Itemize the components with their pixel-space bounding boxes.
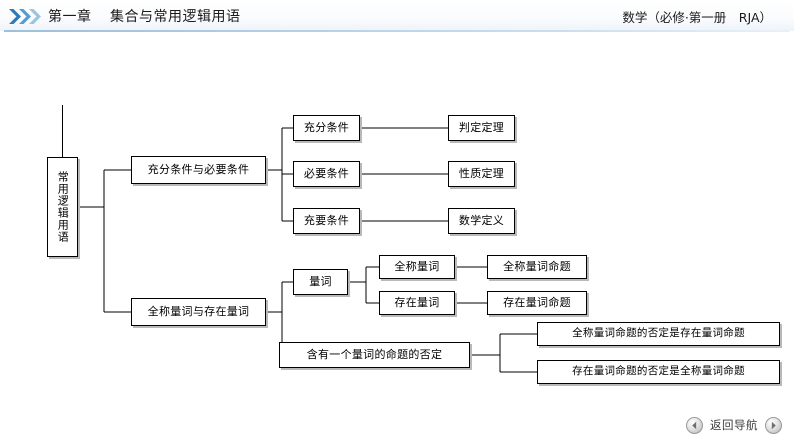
- node-necessary-condition[interactable]: 必要条件: [293, 161, 360, 187]
- slide-header: 第一章 集合与常用逻辑用语 数学（必修·第一册 RJA）: [0, 0, 794, 32]
- node-universal-quantifier[interactable]: 全称量词: [379, 255, 455, 279]
- node-existential-proposition[interactable]: 存在量词命题: [487, 291, 587, 315]
- node-sufficient-condition[interactable]: 充分条件: [293, 115, 360, 141]
- node-judgment-theorem[interactable]: 判定定理: [448, 115, 515, 141]
- header-divider: [4, 30, 790, 32]
- triple-chevron-right-icon: [8, 8, 44, 25]
- chapter-number: 第一章: [48, 9, 92, 25]
- return-to-navigation-label[interactable]: 返回导航: [710, 418, 758, 432]
- node-negation-rule-existential[interactable]: 存在量词命题的否定是全称量词命题: [537, 360, 780, 384]
- node-universal-existential-quantifiers[interactable]: 全称量词与存在量词: [131, 298, 266, 326]
- node-negation-rule-universal[interactable]: 全称量词命题的否定是存在量词命题: [537, 322, 780, 346]
- node-mathematical-definition[interactable]: 数学定义: [448, 208, 515, 234]
- book-edition-label: 数学（必修·第一册 RJA）: [622, 10, 772, 25]
- chapter-title: 集合与常用逻辑用语: [110, 9, 241, 25]
- mind-map-diagram: 常用逻辑用语 充分条件与必要条件 全称量词与存在量词 充分条件 必要条件 充要条…: [0, 31, 794, 411]
- node-negation-of-quantified-proposition[interactable]: 含有一个量词的命题的否定: [279, 342, 470, 368]
- node-property-theorem[interactable]: 性质定理: [448, 161, 515, 187]
- node-sufficient-necessary-conditions[interactable]: 充分条件与必要条件: [131, 156, 266, 184]
- node-necessary-sufficient-condition[interactable]: 充要条件: [293, 208, 360, 234]
- footer-navigation[interactable]: 返回导航: [686, 414, 782, 436]
- circle-arrow-right-icon[interactable]: [765, 416, 782, 434]
- node-existential-quantifier[interactable]: 存在量词: [379, 291, 455, 315]
- diagram-connector-lines: [62, 105, 537, 373]
- node-universal-proposition[interactable]: 全称量词命题: [487, 255, 587, 279]
- circle-arrow-left-icon[interactable]: [686, 416, 703, 434]
- node-quantifier[interactable]: 量词: [293, 269, 348, 295]
- node-root[interactable]: 常用逻辑用语: [47, 157, 78, 257]
